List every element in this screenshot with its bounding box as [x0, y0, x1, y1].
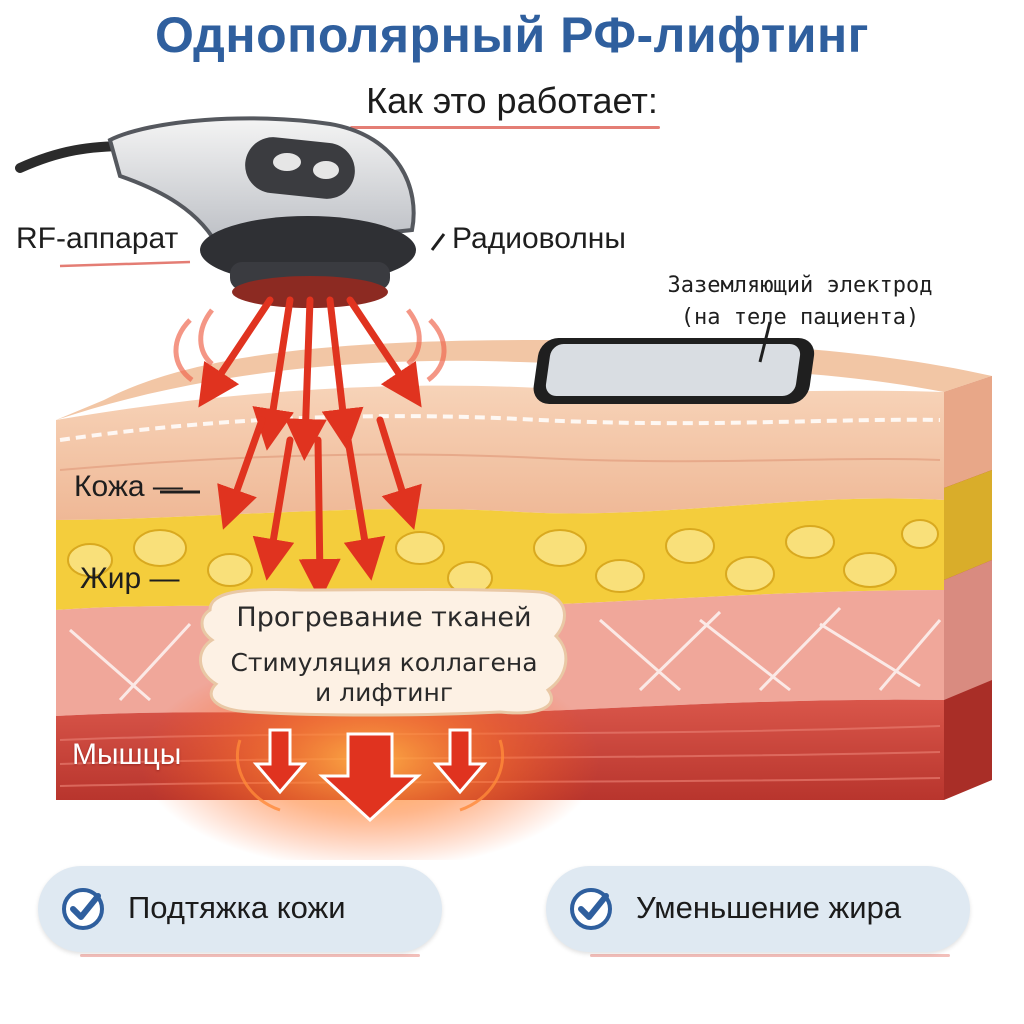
subtitle-underline	[350, 126, 660, 129]
skin-layer	[56, 385, 944, 520]
diagram-illustration	[15, 116, 992, 860]
heating-line1: Прогревание тканей	[236, 602, 532, 633]
benefit-skin-tightening: Подтяжка кожи	[38, 866, 442, 952]
label-ground-electrode: Заземляющий электрод (на теле пациента)	[640, 270, 960, 334]
label-radio-waves: Радиоволны	[452, 222, 626, 255]
ground-electrode	[533, 321, 815, 404]
heating-callout	[199, 588, 568, 717]
label-electrode-line1: Заземляющий электрод	[667, 273, 933, 298]
page-subtitle: Как это работает:	[366, 80, 658, 121]
radio-wave-arrows	[198, 296, 422, 601]
benefit-fat-reduction: Уменьшение жира	[546, 866, 970, 952]
check-circle-icon	[570, 888, 612, 930]
page-title: Однополярный РФ-лифтинг	[155, 7, 869, 63]
label-electrode-line2: (на теле пациента)	[680, 305, 920, 330]
rf-device	[107, 116, 416, 308]
benefit-label: Уменьшение жира	[636, 890, 902, 925]
check-circle-icon	[62, 888, 104, 930]
benefit-label: Подтяжка кожи	[128, 890, 346, 925]
label-muscle: Мышцы	[72, 738, 182, 771]
heating-line2: Стимуляция коллагена	[230, 648, 538, 677]
label-fat: Жир —	[80, 562, 180, 595]
label-skin: Кожа —	[74, 470, 183, 503]
heat-arrows	[252, 728, 488, 823]
heating-line3: и лифтинг	[314, 678, 454, 707]
heating-text-box: Прогревание тканей Стимуляция коллагена …	[200, 590, 568, 712]
benefit-underline	[590, 954, 950, 957]
label-rf-device: RF-аппарат	[16, 222, 179, 255]
benefit-underline	[80, 954, 420, 957]
